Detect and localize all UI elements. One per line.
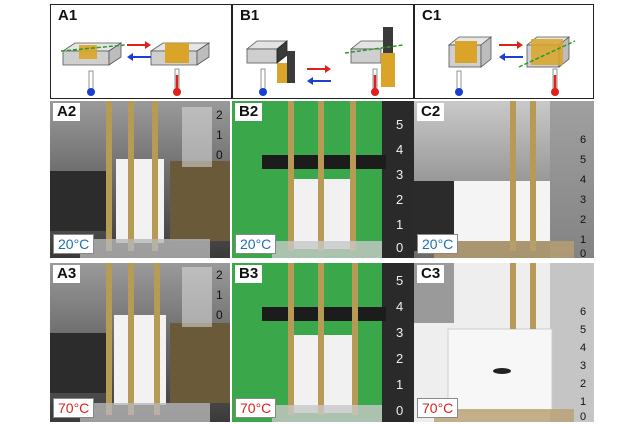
foam-sample [447, 328, 553, 412]
ruler-tick-label: 2 [396, 192, 403, 207]
hot-thermometer-icon [371, 88, 379, 96]
cold-thermometer-icon [87, 88, 95, 96]
panel-c1-schematic: C1 [414, 4, 594, 99]
slit-opening [493, 368, 511, 374]
cold-thermometer-icon [455, 88, 463, 96]
temperature-label-b2: 20°C [235, 234, 277, 254]
foam-sample-expanded-icon [381, 53, 395, 87]
panel-label-a2: A2 [53, 103, 81, 121]
photo-a2-foam-clamp: 2 1 0 [50, 101, 230, 258]
temperature-label-c2: 20°C [417, 234, 459, 254]
schematic-c1-drawing [447, 36, 576, 96]
panel-label-b1: B1 [236, 7, 264, 25]
photo-a3-foam-clamp: 2 1 0 [50, 263, 230, 422]
temperature-label-b3: 70°C [235, 398, 277, 418]
ruler-tick-label: 4 [580, 174, 586, 186]
ruler-tick-label: 0 [580, 248, 586, 258]
ruler-tick-label: 0 [580, 411, 586, 422]
panel-c3-photo: C3 6 5 4 3 2 1 0 70°C [414, 263, 594, 422]
hot-thermometer-icon [551, 88, 559, 96]
ruler-tick-label: 1 [216, 288, 223, 302]
ruler-tick-label: 3 [580, 194, 586, 206]
panel-b3-photo: B3 5 4 3 2 1 0 70°C [232, 263, 414, 422]
ruler [550, 263, 594, 422]
arrow-left-cold-icon [307, 77, 313, 85]
ruler-tick-label: 3 [580, 360, 586, 372]
ruler [182, 267, 212, 327]
ruler-tick-label: 1 [580, 234, 586, 246]
schematic-a1-drawing [60, 41, 211, 96]
ruler-tick-label: 5 [580, 154, 586, 166]
ruler-tick-label: 0 [396, 403, 403, 418]
ruler-tick-label: 6 [580, 306, 586, 318]
foam-sample-expanded-icon [165, 43, 189, 63]
ruler [382, 263, 414, 422]
panel-label-c1: C1 [418, 7, 446, 25]
ruler-tick-label: 1 [216, 128, 223, 142]
panel-label-b2: B2 [235, 103, 263, 121]
ruler-tick-label: 2 [580, 214, 586, 226]
arrow-right-hot-icon [145, 41, 151, 49]
arrow-right-hot-icon [325, 65, 331, 73]
ruler-tick-label: 5 [396, 273, 403, 288]
foam-sample-icon [455, 41, 477, 63]
ruler-tick-label: 0 [396, 240, 403, 255]
ruler [182, 107, 212, 167]
ruler-tick-label: 5 [396, 117, 403, 132]
ruler-tick-label: 3 [396, 325, 403, 340]
ruler-tick-label: 5 [580, 324, 586, 336]
temperature-label-c3: 70°C [417, 398, 459, 418]
foam-sample-icon [277, 63, 287, 83]
ruler-tick-label: 0 [216, 308, 223, 322]
ruler-tick-label: 2 [216, 108, 223, 122]
temperature-label-a2: 20°C [53, 234, 95, 254]
ruler [382, 101, 414, 258]
panel-c2-photo: C2 6 5 4 3 2 1 0 20°C [414, 101, 594, 258]
ruler [550, 101, 594, 258]
arrow-left-cold-icon [127, 53, 133, 61]
foam-sample-expanded-icon [531, 39, 563, 65]
panel-b1-schematic: B1 [232, 4, 414, 99]
panel-label-b3: B3 [235, 265, 263, 283]
panel-label-c3: C3 [417, 265, 445, 283]
ruler-tick-label: 1 [396, 217, 403, 232]
photo-b2-foam-clamp: 5 4 3 2 1 0 [232, 101, 414, 258]
ruler-tick-label: 4 [580, 342, 586, 354]
photo-c2-foam-clamp: 6 5 4 3 2 1 0 [414, 101, 594, 258]
cold-thermometer-icon [259, 88, 267, 96]
panel-label-a1: A1 [54, 7, 82, 25]
foam-sample-icon [79, 45, 97, 59]
photo-b3-foam-clamp: 5 4 3 2 1 0 [232, 263, 414, 422]
hot-thermometer-icon [173, 88, 181, 96]
ruler-tick-label: 4 [396, 299, 403, 314]
figure-grid: A1 B1 [50, 4, 594, 422]
ruler-tick-label: 6 [580, 134, 586, 146]
panel-label-a3: A3 [53, 265, 81, 283]
arrow-right-hot-icon [517, 41, 523, 49]
temperature-label-a3: 70°C [53, 398, 95, 418]
panel-a2-photo: A2 2 1 0 20°C [50, 101, 230, 258]
ruler-tick-label: 4 [396, 142, 403, 157]
panel-b2-photo: B2 5 4 3 2 1 0 20°C [232, 101, 414, 258]
ruler-tick-label: 1 [396, 377, 403, 392]
panel-label-c2: C2 [417, 103, 445, 121]
panel-a1-schematic: A1 [50, 4, 232, 99]
panel-a3-photo: A3 2 1 0 70°C [50, 263, 230, 422]
ruler-tick-label: 2 [396, 351, 403, 366]
schematic-b1-drawing [245, 27, 404, 96]
ruler-tick-label: 3 [396, 167, 403, 182]
ruler-tick-label: 2 [216, 268, 223, 282]
ruler-tick-label: 0 [216, 148, 223, 162]
arrow-left-cold-icon [499, 53, 505, 61]
ruler-tick-label: 2 [580, 378, 586, 390]
ruler-tick-label: 1 [580, 396, 586, 408]
